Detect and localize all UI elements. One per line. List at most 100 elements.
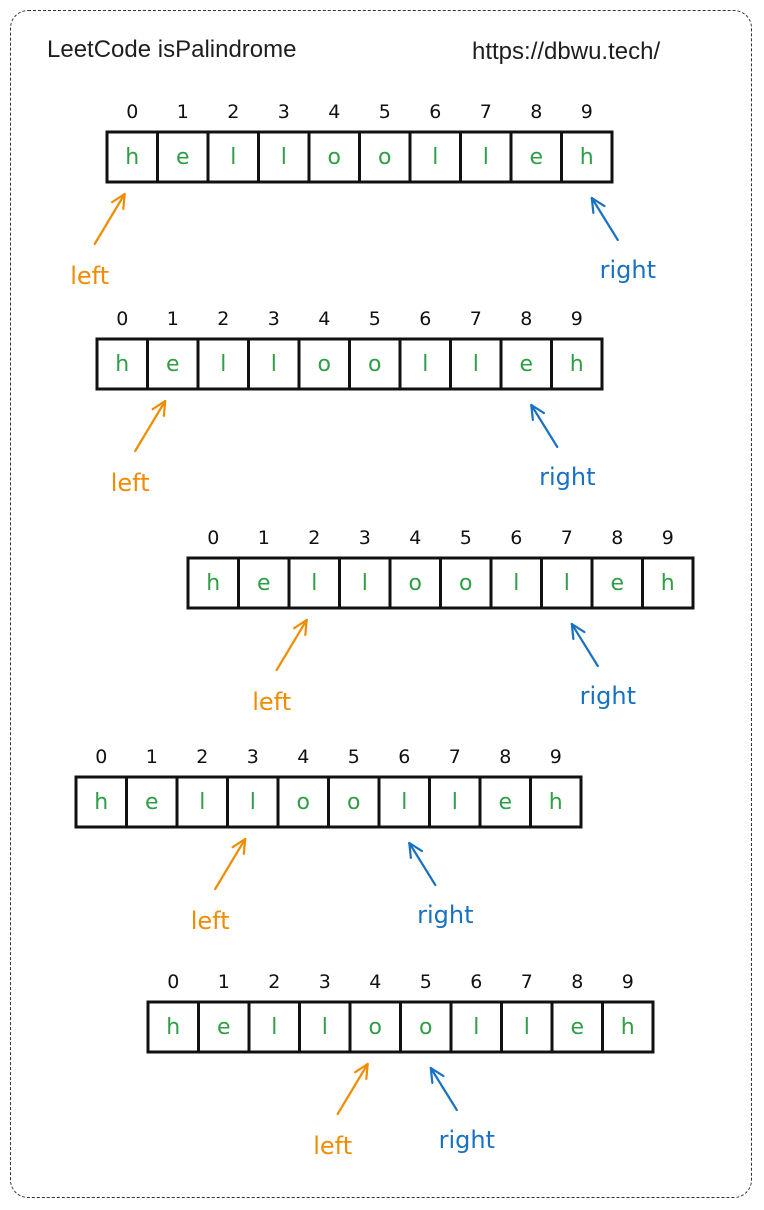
index-label: 9 (622, 971, 634, 993)
array-cell (489, 556, 543, 610)
index-label: 7 (470, 308, 482, 330)
index-label: 5 (420, 971, 432, 993)
index-label: 4 (297, 746, 309, 768)
left-pointer-arrow (275, 618, 308, 672)
index-label: 2 (196, 746, 208, 768)
array-cell (105, 130, 159, 184)
array-cell (408, 130, 462, 184)
index-label: 1 (258, 527, 270, 549)
index-label: 0 (167, 971, 179, 993)
cell-char: l (322, 1015, 328, 1040)
cell-char: l (220, 352, 226, 377)
right-pointer-label: right (417, 901, 473, 929)
array-cell (125, 775, 179, 829)
cell-char: l (452, 790, 458, 815)
array-cell (257, 130, 311, 184)
array-cell (428, 775, 482, 829)
cell-char: h (125, 145, 139, 170)
array-cell (550, 337, 604, 391)
cell-char: h (549, 790, 563, 815)
cell-char: h (166, 1015, 180, 1040)
index-label: 7 (480, 101, 492, 123)
left-pointer-label: left (70, 262, 109, 290)
array-cell (338, 556, 392, 610)
index-label: 3 (319, 971, 331, 993)
index-label: 7 (561, 527, 573, 549)
array-cell (388, 556, 442, 610)
cell-char: e (166, 352, 180, 377)
cell-char: e (498, 790, 512, 815)
array-cell (276, 775, 330, 829)
array-cell (307, 130, 361, 184)
cell-char: e (519, 352, 533, 377)
cell-char: e (570, 1015, 584, 1040)
left-pointer-label: left (252, 688, 291, 716)
cell-char: h (94, 790, 108, 815)
right-pointer-arrow (408, 841, 437, 887)
index-label: 5 (369, 308, 381, 330)
index-label: 0 (207, 527, 219, 549)
index-label: 5 (460, 527, 472, 549)
cell-char: o (297, 790, 310, 815)
cell-char: h (621, 1015, 635, 1040)
index-label: 8 (611, 527, 623, 549)
cell-char: e (145, 790, 159, 815)
right-pointer-arrow (590, 196, 619, 242)
cell-char: h (206, 571, 220, 596)
right-pointer-label: right (439, 1126, 495, 1154)
cell-char: o (409, 571, 422, 596)
index-label: 0 (95, 746, 107, 768)
diagram-frame (10, 10, 752, 1198)
cell-char: o (419, 1015, 432, 1040)
index-label: 8 (520, 308, 532, 330)
array-cell (297, 337, 351, 391)
cell-char: e (176, 145, 190, 170)
array-cell (146, 1000, 200, 1054)
array-cell (641, 556, 695, 610)
index-label: 6 (470, 971, 482, 993)
cell-char: e (610, 571, 624, 596)
cell-char: l (271, 352, 277, 377)
index-label: 3 (268, 308, 280, 330)
cell-char: o (378, 145, 391, 170)
cell-char: e (217, 1015, 231, 1040)
index-label: 8 (571, 971, 583, 993)
index-label: 9 (662, 527, 674, 549)
array-cell (399, 1000, 453, 1054)
array-cell (590, 556, 644, 610)
index-label: 1 (167, 308, 179, 330)
array-cell (398, 337, 452, 391)
cell-char: h (115, 352, 129, 377)
index-label: 1 (218, 971, 230, 993)
cell-char: o (369, 1015, 382, 1040)
index-label: 2 (217, 308, 229, 330)
cell-char: l (362, 571, 368, 596)
index-label: 4 (328, 101, 340, 123)
index-label: 6 (419, 308, 431, 330)
index-label: 1 (177, 101, 189, 123)
index-label: 7 (449, 746, 461, 768)
array-cell (74, 775, 128, 829)
index-label: 4 (369, 971, 381, 993)
cell-char: l (401, 790, 407, 815)
left-pointer-arrow (93, 192, 126, 246)
index-label: 6 (429, 101, 441, 123)
cell-char: h (570, 352, 584, 377)
cell-char: l (271, 1015, 277, 1040)
cell-char: l (483, 145, 489, 170)
left-pointer-arrow (336, 1062, 369, 1116)
array-cell (560, 130, 614, 184)
index-label: 9 (581, 101, 593, 123)
cell-char: l (422, 352, 428, 377)
index-label: 6 (510, 527, 522, 549)
page-title: LeetCode isPalindrome (47, 36, 297, 63)
right-pointer-arrow (530, 403, 559, 449)
left-pointer-arrow (134, 399, 167, 453)
cell-char: h (661, 571, 675, 596)
source-url: https://dbwu.tech/ (472, 38, 661, 65)
array-cell (509, 130, 563, 184)
cell-char: l (199, 790, 205, 815)
index-label: 2 (268, 971, 280, 993)
right-pointer-arrow (429, 1066, 458, 1112)
